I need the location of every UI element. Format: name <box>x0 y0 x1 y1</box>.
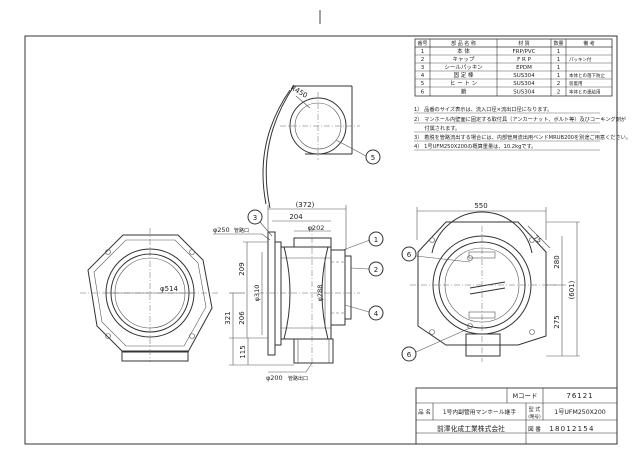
svg-text:1: 1 <box>421 49 425 55</box>
svg-text:1: 1 <box>557 49 561 55</box>
svg-text:本体との連結用: 本体との連結用 <box>569 89 600 96</box>
balloon-6-lower <box>401 346 417 362</box>
dim-phi250: φ250 <box>213 226 230 234</box>
table-header-material: 材 質 <box>518 40 530 47</box>
dim-phi202: φ202 <box>308 224 325 232</box>
svg-text:SUS304: SUS304 <box>513 73 535 79</box>
model-label-sub: (略号) <box>528 413 541 420</box>
svg-text:1: 1 <box>374 236 378 244</box>
svg-text:4: 4 <box>421 73 425 79</box>
table-header-remarks: 備 考 <box>583 40 595 47</box>
dim-75: 75 <box>532 233 543 244</box>
table-header-name: 部 品 名 称 <box>451 40 476 47</box>
svg-text:EPDM: EPDM <box>516 65 532 71</box>
balloon-3 <box>247 209 263 225</box>
table-row: 3 シールパッキン EPDM 1 <box>421 64 561 71</box>
name-value: 1号内副管用マンホール継手 <box>443 408 516 416</box>
svg-text:5: 5 <box>371 154 375 162</box>
svg-text:F R P: F R P <box>517 57 531 63</box>
model-value: 1号UFM250X200 <box>554 409 605 416</box>
dim-209: 209 <box>238 262 246 275</box>
table-header-qty: 数量 <box>553 40 563 47</box>
svg-text:SUS304: SUS304 <box>513 81 535 87</box>
dim-phi200: φ200 <box>266 374 283 382</box>
svg-text:6: 6 <box>407 351 412 359</box>
note-3: 3） 着脱を管路流出する場合には、内部管用流出用ベンドMRUB200を別途ご用意… <box>414 133 631 141</box>
balloon-1 <box>368 231 384 247</box>
table-row: 4 固 定 棒 SUS304 1 本体との落下防止 <box>421 71 606 79</box>
table-row: 2 キャップ F R P 1 パッキン付 <box>421 56 592 63</box>
drawing-border <box>24 35 618 445</box>
note-1: 1） 品番のサイズ表示は、流入口径×流出口径になります。 <box>414 105 552 113</box>
table-row: 1 本 体 FRP/PVC 1 <box>421 47 561 55</box>
table-row: 5 ヒ ー ト ン SUS304 2 装着用 <box>421 80 583 87</box>
outlet-label: 管路出口 <box>288 375 308 382</box>
svg-text:本体との落下防止: 本体との落下防止 <box>569 72 605 79</box>
svg-text:1: 1 <box>557 65 561 71</box>
balloon-5 <box>365 149 381 165</box>
svg-text:6: 6 <box>407 251 412 259</box>
dim-321: 321 <box>224 311 232 324</box>
svg-text:ヒ ー ト ン: ヒ ー ト ン <box>450 80 478 87</box>
svg-text:6: 6 <box>421 90 425 96</box>
balloon-4 <box>368 305 384 321</box>
dim-206: 206 <box>238 311 246 325</box>
dim-372: (372) <box>296 201 315 209</box>
name-label: 品 名 <box>418 408 431 416</box>
company-name: 前澤化成工業株式会社 <box>437 424 505 433</box>
title-block: Mコード 76121 品 名 1号内副管用マンホール継手 型 式 (略号) 1号… <box>415 387 618 445</box>
svg-text:5: 5 <box>421 81 425 87</box>
svg-text:2: 2 <box>557 81 561 87</box>
dim-phi288: φ288 <box>316 285 324 302</box>
svg-text:固 定 棒: 固 定 棒 <box>454 71 474 79</box>
dim-275: 275 <box>553 315 561 328</box>
svg-text:2: 2 <box>557 90 561 96</box>
dim-204: 204 <box>289 213 303 221</box>
svg-text:装着用: 装着用 <box>569 80 583 87</box>
dim-601: (601) <box>568 280 576 299</box>
table-header-no: 番号 <box>417 40 427 47</box>
drawing-number: 18012154 <box>549 425 594 433</box>
dim-phi310: φ310 <box>253 285 261 302</box>
balloon-6-upper <box>401 246 417 262</box>
dim-115: 115 <box>239 345 247 358</box>
mcode-value: 76121 <box>566 392 593 400</box>
note-2b: 付属されます。 <box>414 124 460 132</box>
inlet-label: 管路口 <box>234 227 249 234</box>
right-view: 550 75 280 (601) 275 <box>401 202 580 362</box>
svg-text:4: 4 <box>374 310 379 318</box>
svg-text:1: 1 <box>557 73 561 79</box>
table-row: 6 鎖 SUS304 2 本体との連結用 <box>421 88 601 96</box>
front-view: (372) 204 φ202 φ250 管路口 <box>213 201 384 382</box>
balloon-2 <box>368 261 384 277</box>
notes: 1） 品番のサイズ表示は、流入口径×流出口径になります。 2） マンホール内壁面… <box>414 105 631 151</box>
svg-text:鎖: 鎖 <box>461 88 467 96</box>
svg-text:本 体: 本 体 <box>457 47 470 55</box>
svg-text:2: 2 <box>421 57 425 63</box>
svg-text:3: 3 <box>253 214 257 222</box>
svg-text:キャップ: キャップ <box>452 56 475 63</box>
drawing-label: 図 番 <box>528 426 541 433</box>
dim-550: 550 <box>474 202 487 210</box>
top-view: R450 5 <box>262 84 381 209</box>
svg-text:FRP/PVC: FRP/PVC <box>512 49 535 55</box>
model-label: 型 式 <box>529 406 541 413</box>
note-2: 2） マンホール内壁面に固定する取付具（アンカーナット、ボルト等）及びコーキング… <box>414 115 627 123</box>
parts-table: 番号 部 品 名 称 材 質 数量 備 考 1 本 体 FRP/PVC 1 2 … <box>414 38 613 97</box>
svg-text:1: 1 <box>557 57 561 63</box>
dim-280: 280 <box>553 255 561 268</box>
svg-text:パッキン付: パッキン付 <box>569 56 592 63</box>
svg-text:3: 3 <box>421 65 425 71</box>
note-4: 4） 1号UFM250X200の概算重量は、10.2kgです。 <box>414 142 536 150</box>
left-view: φ514 <box>80 228 220 362</box>
svg-text:SUS304: SUS304 <box>513 90 535 96</box>
svg-text:2: 2 <box>374 266 378 274</box>
dim-phi514: φ514 <box>160 285 179 293</box>
svg-text:シールパッキン: シールパッキン <box>444 64 483 71</box>
mcode-label: Mコード <box>512 392 537 400</box>
